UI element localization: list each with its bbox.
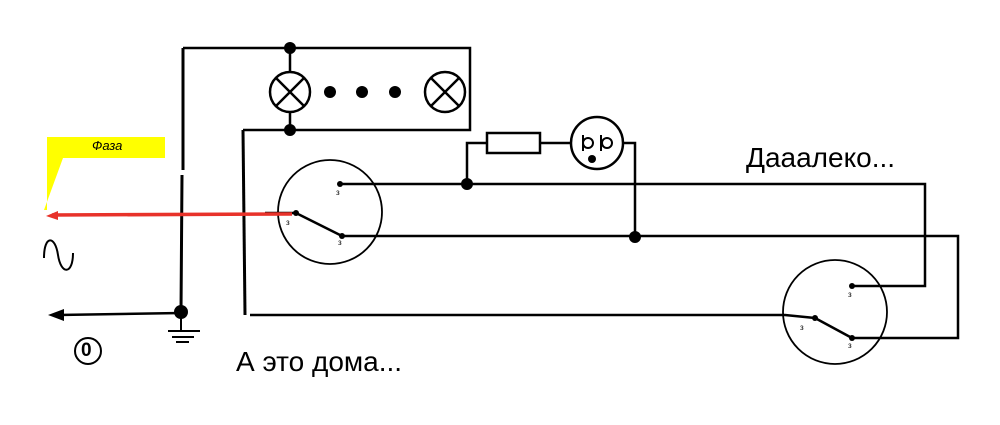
contact-dot xyxy=(337,181,343,187)
contact-dot xyxy=(849,335,855,341)
neutral-badge xyxy=(74,337,102,365)
arrow-icon xyxy=(48,309,64,321)
terminal-label: з xyxy=(336,188,340,197)
terminal-label: з xyxy=(286,218,290,227)
resistor-icon xyxy=(485,131,542,155)
home-switch-lever xyxy=(265,211,343,238)
contact-dot xyxy=(339,233,345,239)
junction-node xyxy=(284,42,296,54)
ground-icon xyxy=(168,313,200,343)
terminal-label: з xyxy=(800,323,804,332)
far-label: Дааалеко... xyxy=(746,142,896,173)
junction-node xyxy=(284,124,296,136)
ellipsis-dot xyxy=(356,86,368,98)
ellipsis-dot xyxy=(324,86,336,98)
phase-callout xyxy=(44,137,165,210)
ellipsis-dot xyxy=(389,86,401,98)
lamp-icon xyxy=(423,70,467,114)
contact-dot xyxy=(812,315,818,321)
traveler-wire-2 xyxy=(342,234,960,340)
left-riser-wire xyxy=(179,48,185,313)
home-label: А это дома... xyxy=(236,346,403,377)
neutral-label: 0 xyxy=(81,340,92,361)
far-switch xyxy=(782,259,888,365)
junction-nodes xyxy=(174,42,855,341)
bottom-wire xyxy=(250,313,816,320)
contact-dot xyxy=(849,283,855,289)
phase-label: Фаза xyxy=(92,138,123,153)
home-riser-wire xyxy=(241,129,247,316)
ac-sine-icon xyxy=(43,239,74,271)
top-bus-wire xyxy=(183,46,472,132)
phase-arrow-icon xyxy=(46,211,58,220)
resistor-wire xyxy=(465,141,637,237)
phase-wire xyxy=(51,212,293,217)
neutral-wire xyxy=(57,311,182,317)
contact-dot xyxy=(293,210,299,216)
socket-icon xyxy=(569,115,625,171)
lamp-icon xyxy=(268,70,312,114)
junction-node xyxy=(461,178,473,190)
terminal-label: з xyxy=(338,238,342,247)
terminal-label: з xyxy=(848,290,852,299)
junction-node xyxy=(629,231,641,243)
terminal-label: з xyxy=(848,341,852,350)
junction-node xyxy=(174,305,188,319)
far-switch-lever xyxy=(814,316,853,340)
